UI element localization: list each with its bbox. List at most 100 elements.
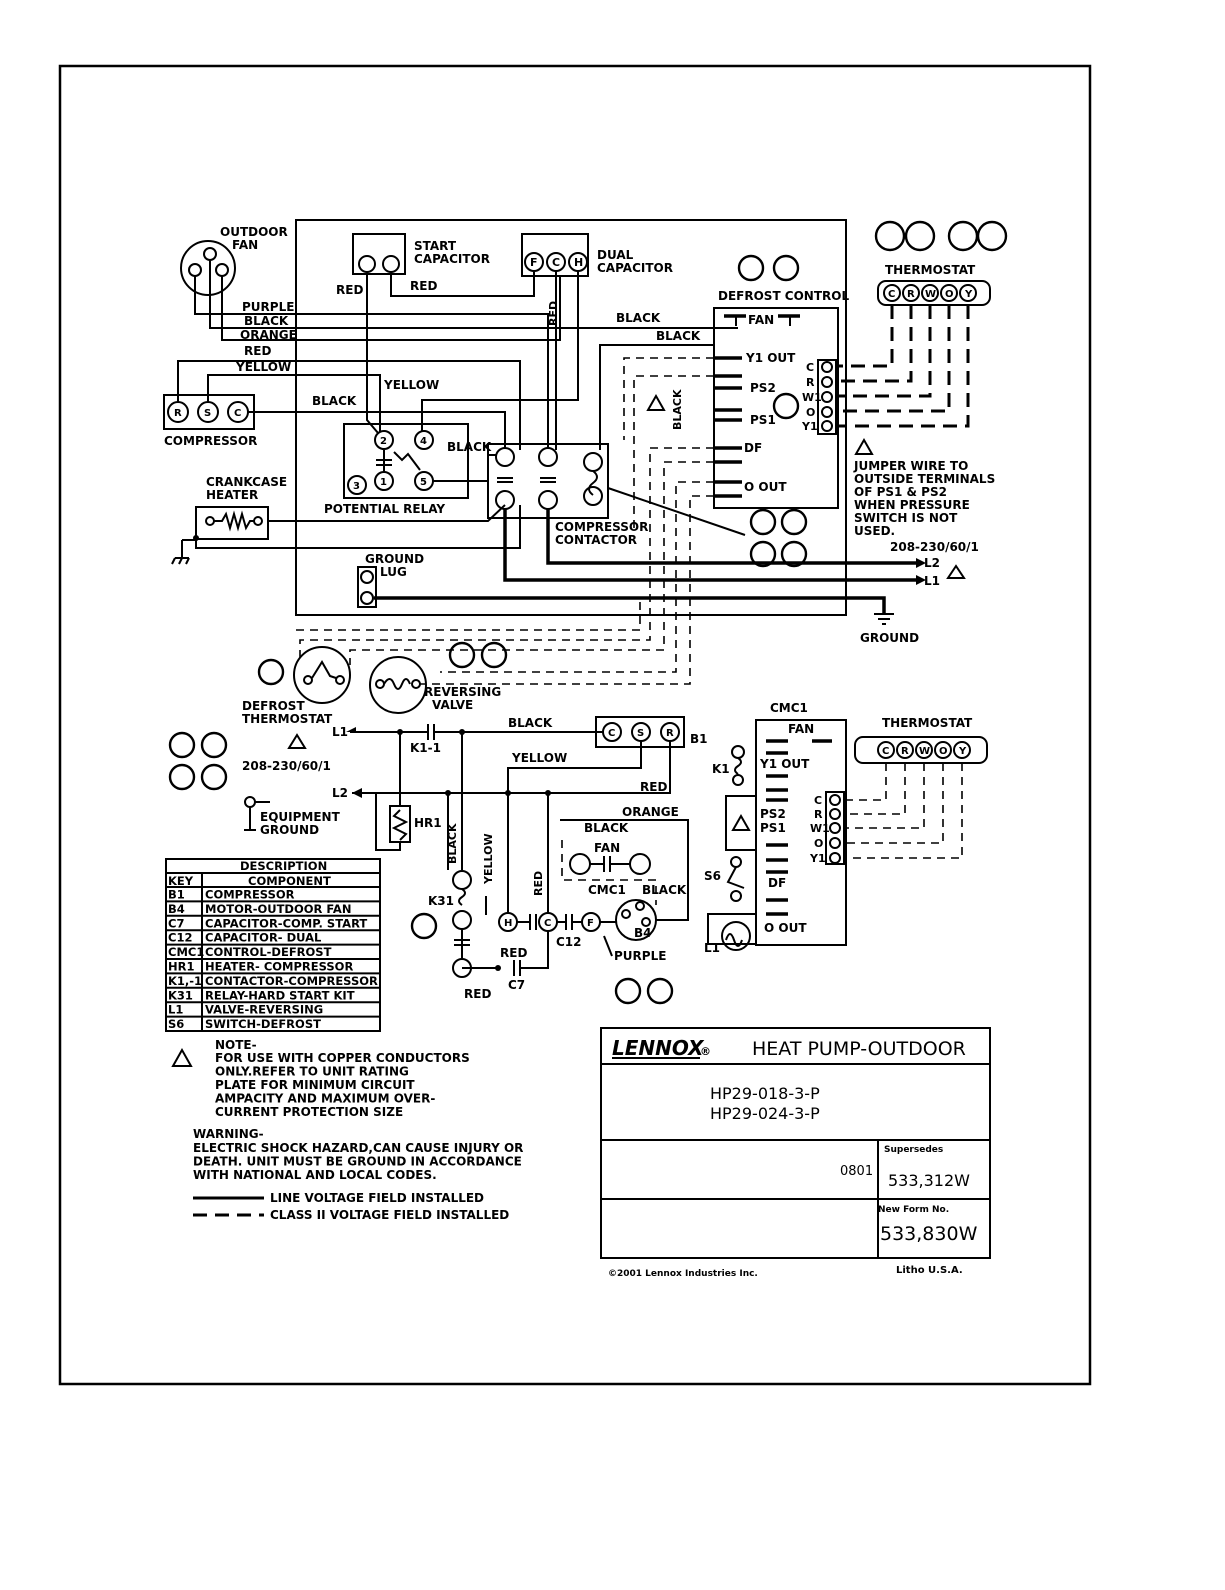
thermostat-field-wiring [836,305,970,428]
c12-term-f: F [587,918,594,929]
warning-icon-cmc1 [731,813,751,831]
brand-logo: LENNOX [612,1036,705,1060]
ladder-wire-yellow-v: YELLOW [482,833,495,885]
warning-body: ELECTRIC SHOCK HAZARD,CAN CAUSE INJURY O… [193,1141,523,1182]
wire-label-black-2: BLACK [616,311,661,325]
defrost-df-pin: DF [744,441,762,455]
brand-mark: ® [700,1045,711,1058]
model-1: HP29-018-3-P [710,1084,820,1103]
warning-icon-jumper [854,437,874,455]
ladder-wire-red-v: RED [532,871,545,896]
tstat-term-o: O [945,289,954,300]
defrost-term-r: R [806,376,815,389]
legend-component: VALVE-REVERSING [205,1003,323,1017]
legend-component: CONTACTOR-COMPRESSOR [205,974,378,988]
wire-label-red-2: RED [336,283,363,297]
defrost-o-out-pin: O OUT [744,480,787,494]
litho: Litho U.S.A. [896,1265,963,1276]
legend-key: S6 [168,1017,184,1031]
potential-relay: 2 4 1 3 5 POTENTIAL RELAY [324,423,505,516]
defrost-term-w1: W1 [802,391,822,404]
defrost-term-y1: Y1 [801,420,818,433]
tstat-term-c: C [888,289,895,300]
ladder-l2: L2 [332,786,348,800]
power-wiring-top: PURPLE BLACK ORANGE RED YELLOW RED RED B… [177,260,738,454]
tstat2-term-r: R [901,746,909,757]
dual-cap-terminal-c: C [552,256,560,269]
defrost-control: DEFROST CONTROL FAN Y1 OUT PS2 PS1 DF O … [713,289,849,509]
cmc1-o-out: O OUT [764,921,807,935]
defrost-term-c: C [806,361,814,374]
relay-term-3: 3 [353,481,360,492]
tstat-term-r: R [907,289,915,300]
ladder-c12: C12 [556,935,582,949]
line-supply-wiring: L2 L1 208-230/60/1 GROUND [374,509,979,645]
ladder-cmc1-small: CMC1 [588,883,626,897]
wire-label-black-vertical: BLACK [671,389,684,430]
legend-class2-voltage: CLASS II VOLTAGE FIELD INSTALLED [270,1208,509,1222]
legend-component: CONTROL-DEFROST [205,945,332,959]
ladder-wire-red-3: RED [464,987,491,1001]
control-dashed-wiring [296,357,714,685]
compressor-term-r: R [174,408,182,419]
unit-cabinet [295,219,847,616]
ladder-k1-1: K1-1 [410,741,441,755]
legend-component: MOTOR-OUTDOOR FAN [205,902,351,916]
wire-label-black-1: BLACK [244,314,289,328]
dual-cap-terminal-f: F [530,256,538,269]
dual-cap-terminal-h: H [574,256,583,269]
relay-term-5: 5 [420,477,427,488]
ladder-wire-black-3: BLACK [642,883,687,897]
note-title: NOTE- [215,1038,257,1052]
ladder-l1-valve: L1 [704,941,720,955]
ladder-wire-yellow: YELLOW [511,751,567,765]
line-l1-label: L1 [924,574,940,588]
new-form-label: New Form No. [878,1205,949,1215]
cmc1-term-c: C [814,794,822,807]
legend-key: C12 [168,931,192,945]
ladder-wire-orange: ORANGE [622,805,679,819]
wire-label-black-5: BLACK [447,440,492,454]
wire-label-orange: ORANGE [240,328,297,342]
ladder-b4: B4 [634,926,652,940]
supersedes-label: Supersedes [884,1145,943,1155]
b1-term-r: R [666,728,674,739]
warning-icon-supply [946,564,966,579]
legend-key: L1 [168,1003,183,1017]
model-2: HP29-024-3-P [710,1104,820,1123]
ladder-wire-black: BLACK [508,716,553,730]
document-title: HEAT PUMP-OUTDOOR [752,1038,966,1060]
b1-term-s: S [637,728,644,739]
cmc1-term-w1: W1 [810,822,830,835]
defrost-ps2-pin: PS2 [750,381,776,395]
thermostat-label: THERMOSTAT [885,263,976,277]
potential-relay-label: POTENTIAL RELAY [324,502,445,516]
legend-component: CAPACITOR- DUAL [205,931,322,945]
cmc1-control: CMC1 FAN Y1 OUT PS2 PS1 DF O OUT C R W1 … [704,701,847,955]
ground-label: GROUND [860,631,919,645]
cmc1-term-y1: Y1 [809,852,826,865]
new-form-value: 533,830W [880,1223,978,1245]
legend-component: SWITCH-DEFROST [205,1017,321,1031]
legend-key: HR1 [168,960,194,974]
supply-voltage-ladder: 208-230/60/1 [242,759,331,773]
wire-label-purple: PURPLE [242,300,294,314]
wire-label-yellow-2: YELLOW [383,378,439,392]
wire-label-black-3: BLACK [656,329,701,343]
legend-key: B4 [168,902,185,916]
line-l2-label: L2 [924,556,940,570]
legend-component: RELAY-HARD START KIT [205,988,355,1002]
b1-term-c: C [608,728,615,739]
relay-term-2: 2 [380,436,387,447]
